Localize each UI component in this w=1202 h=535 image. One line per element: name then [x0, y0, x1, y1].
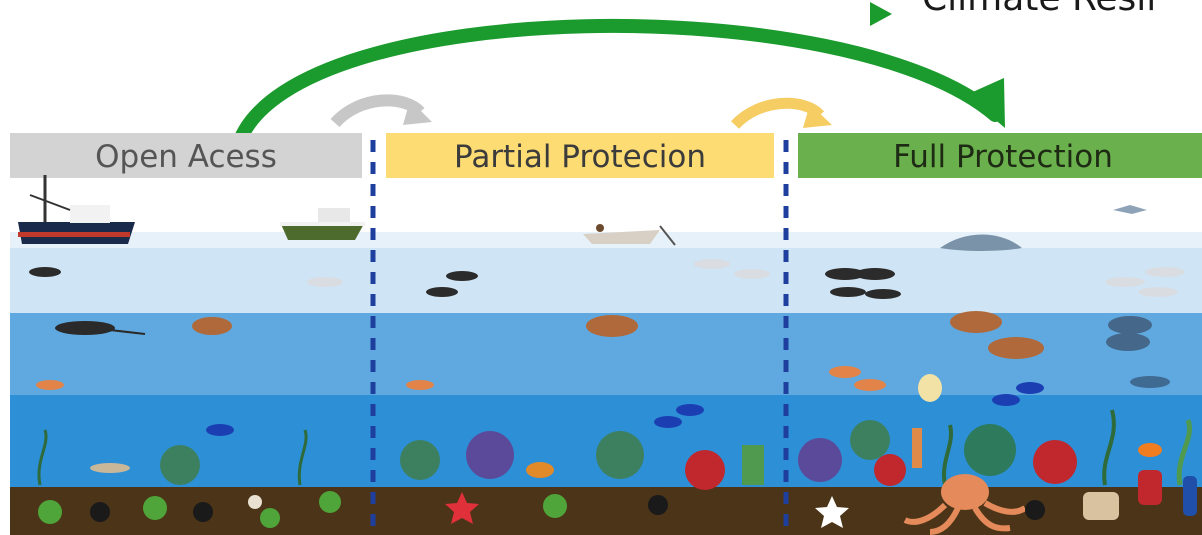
small-boat-icon [280, 208, 365, 240]
coral-icon [160, 445, 200, 485]
fish-icon [865, 289, 901, 299]
fish-icon [446, 271, 478, 281]
blue-tang-icon [992, 394, 1020, 406]
fish-icon [1138, 287, 1178, 297]
sea-plant-icon [38, 500, 62, 524]
zone-label-partial-protection: Partial Protecion [454, 139, 706, 175]
sponge-icon [1083, 492, 1119, 520]
blue-tang-icon [676, 404, 704, 416]
crab-icon [526, 462, 554, 478]
urchin-icon [1025, 500, 1045, 520]
fish-icon [694, 259, 730, 269]
coral-icon [596, 431, 644, 479]
seaweed-icon [742, 445, 764, 485]
shell-icon [248, 495, 262, 509]
diagram-title: Climate Resil [922, 0, 1156, 19]
urchin-icon [90, 502, 110, 522]
fish-icon [307, 277, 343, 287]
fish-icon [1108, 316, 1152, 334]
fish-icon [1106, 333, 1150, 351]
flatfish-icon [90, 463, 130, 473]
small-fish-icon [406, 380, 434, 390]
sea-plant-icon [543, 494, 567, 518]
grouper-icon [586, 315, 638, 337]
fish-icon [29, 267, 61, 277]
coral-icon [400, 440, 440, 480]
sea-plant-icon [143, 496, 167, 520]
zone-label-full-protection: Full Protection [893, 139, 1113, 175]
urchin-icon [193, 502, 213, 522]
small-fish-icon [854, 379, 886, 391]
zone-label-open-access: Open Acess [95, 139, 277, 175]
tunicate-icon [1183, 476, 1197, 516]
fish-icon [734, 269, 770, 279]
coral-icon [466, 431, 514, 479]
fish-icon [830, 287, 866, 297]
trawler-icon [18, 175, 135, 244]
urchin-icon [648, 495, 668, 515]
sea-plant-icon [260, 508, 280, 528]
blue-tang-icon [1016, 382, 1044, 394]
angelfish-icon [918, 374, 942, 402]
bird-icon [1113, 205, 1147, 214]
fish-icon [1145, 267, 1185, 277]
grouper-icon [988, 337, 1044, 359]
fish-icon [855, 268, 895, 280]
grouper-icon [950, 311, 1002, 333]
small-fish-icon [829, 366, 861, 378]
seahorse-icon [912, 428, 922, 468]
title-bullet-icon [870, 2, 892, 26]
red-coral-icon [874, 454, 906, 486]
coral-icon [798, 438, 842, 482]
fish-icon [1130, 376, 1170, 388]
red-coral-icon [1033, 440, 1077, 484]
blue-tang-icon [206, 424, 234, 436]
coral-icon [964, 424, 1016, 476]
grouper-icon [192, 317, 232, 335]
coral-icon [850, 420, 890, 460]
fish-icon [1105, 277, 1145, 287]
red-coral-icon [685, 450, 725, 490]
clownfish-icon [1138, 443, 1162, 457]
anemone-icon [1138, 470, 1162, 505]
big-green-arrow [240, 26, 995, 140]
fish-icon [426, 287, 458, 297]
water-surface-band [10, 245, 1202, 313]
sea-plant-icon [319, 491, 341, 513]
blue-tang-icon [654, 416, 682, 428]
small-fish-icon [36, 380, 64, 390]
